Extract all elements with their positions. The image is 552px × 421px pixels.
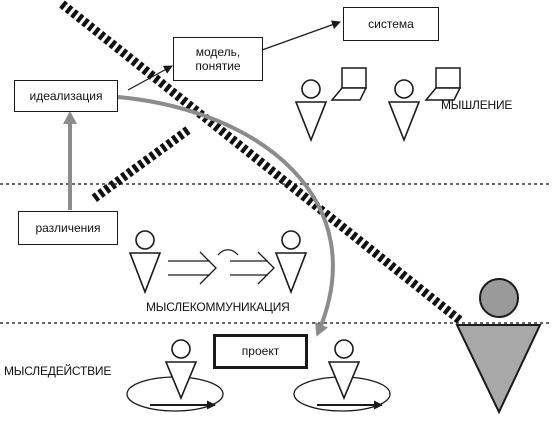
system-box: система: [343, 7, 439, 41]
diagonal-hatched-bar: [59, 0, 465, 326]
distinctions-box: различения: [18, 211, 118, 245]
distinctions-label: различения: [35, 220, 101, 235]
model-label: модель, понятие: [195, 44, 241, 73]
person-icon: [327, 339, 361, 401]
arrow-idealization-to-model: [127, 65, 173, 91]
laptop-icon: [330, 67, 368, 101]
idealization-label: идеализация: [29, 88, 103, 103]
project-box: проект: [213, 334, 308, 369]
person-icon: [387, 79, 421, 143]
short-hatched-bar: [89, 126, 191, 204]
large-person-icon: [455, 278, 542, 415]
double-arrow-icon: [168, 249, 275, 285]
idealization-box: идеализация: [14, 80, 118, 112]
system-label: система: [368, 16, 414, 31]
layer-label-thinking: МЫШЛЕНИЕ: [441, 98, 513, 112]
project-label: проект: [241, 344, 280, 359]
layer-label-thought-communication: МЫСЛЕКОММУНИКАЦИЯ: [146, 300, 290, 314]
gray-arrow-idealization-to-project: [117, 95, 335, 337]
person-icon: [128, 230, 162, 295]
model-box: модель, понятие: [173, 37, 263, 81]
person-icon: [294, 79, 328, 143]
laptop-icon: [424, 67, 462, 101]
layer-label-thought-action: МЫСЛЕДЕЙСТВИЕ: [4, 364, 112, 378]
arrow-model-to-system: [261, 20, 341, 51]
person-icon: [274, 230, 308, 295]
person-icon: [164, 339, 198, 401]
